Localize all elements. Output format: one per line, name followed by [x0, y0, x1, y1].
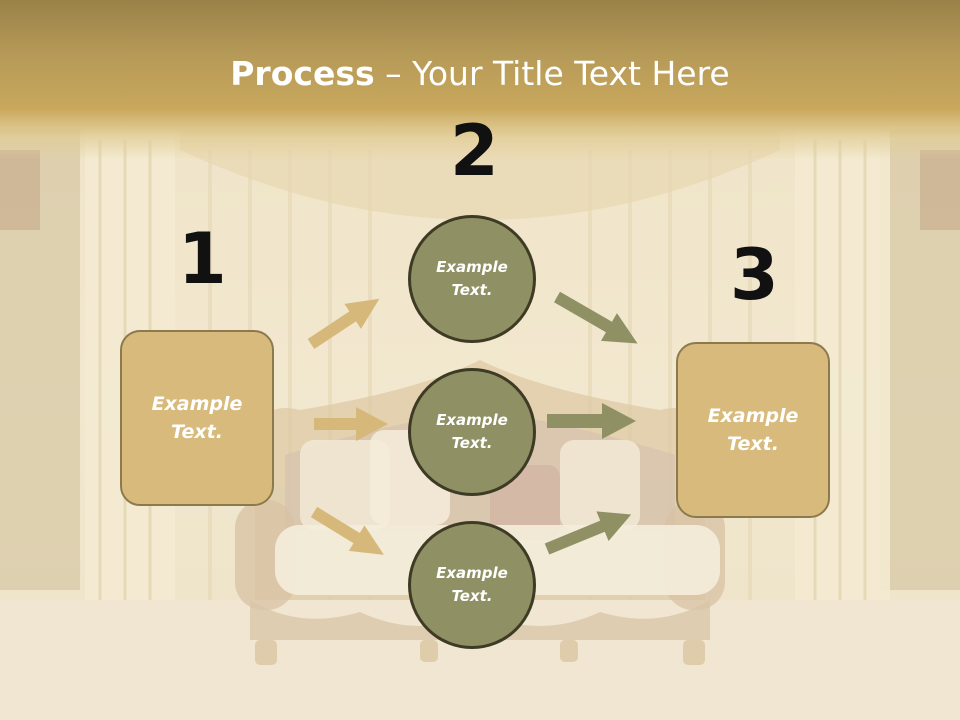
arrow-circle-bottom-to-box3 — [544, 511, 632, 555]
step-1-text: Example Text. — [151, 392, 243, 444]
step-3-text: Example Text. — [707, 404, 799, 456]
title-bold: Process — [230, 54, 375, 93]
circle-middle[interactable]: Example Text. — [408, 368, 536, 496]
arrow-circle-top-to-box3 — [554, 291, 638, 344]
title-rest: – Your Title Text Here — [374, 54, 730, 93]
arrow-box1-to-circle-bottom — [310, 506, 384, 555]
step-number-2: 2 — [450, 110, 499, 192]
step-1-box[interactable]: Example Text. — [120, 330, 274, 506]
arrow-box1-to-circle-top — [307, 298, 380, 350]
arrow-box1-to-circle-middle — [314, 407, 388, 441]
arrow-circle-middle-to-box3 — [547, 403, 636, 439]
slide-title: Process – Your Title Text Here — [0, 54, 960, 93]
step-3-box[interactable]: Example Text. — [676, 342, 830, 518]
header-band — [0, 0, 960, 160]
circle-top-text: Example Text. — [436, 257, 508, 299]
circle-bottom[interactable]: Example Text. — [408, 521, 536, 649]
step-number-3: 3 — [730, 234, 779, 316]
step-number-1: 1 — [178, 218, 227, 300]
circle-bottom-text: Example Text. — [436, 563, 508, 605]
circle-top[interactable]: Example Text. — [408, 215, 536, 343]
circle-middle-text: Example Text. — [436, 410, 508, 452]
